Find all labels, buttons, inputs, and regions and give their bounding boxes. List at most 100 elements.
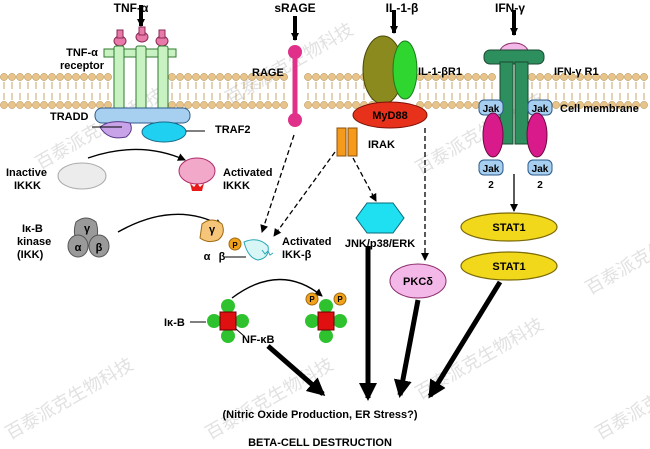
lipid-head xyxy=(232,73,240,81)
ikb-phosphorylation-arrow xyxy=(231,278,323,299)
lipid-head xyxy=(200,73,208,81)
jnk-shape xyxy=(355,202,405,234)
jak-label: Jak xyxy=(483,104,500,115)
activated-ikkk-shape xyxy=(178,157,216,191)
lipid-head xyxy=(616,101,624,109)
lipid-head xyxy=(256,73,264,81)
lipid-head xyxy=(56,101,64,109)
lipid-head xyxy=(328,73,336,81)
lipid-head xyxy=(88,101,96,109)
jak-group xyxy=(478,99,553,176)
lipid-head xyxy=(24,101,32,109)
lipid-head xyxy=(40,101,48,109)
lipid-head xyxy=(432,73,440,81)
lipid-head xyxy=(272,73,280,81)
lipid-head xyxy=(352,73,360,81)
ikk-complex-inactive xyxy=(67,217,110,258)
lipid-head xyxy=(344,101,352,109)
lipid-head xyxy=(80,101,88,109)
watermark: 百泰派克生物科技 xyxy=(222,19,357,109)
lipid-head xyxy=(560,101,568,109)
lipid-head xyxy=(544,73,552,81)
lipid-head xyxy=(72,73,80,81)
stat1-shape xyxy=(460,212,558,242)
lipid-head xyxy=(552,73,560,81)
tnf-receptor-label-2: receptor xyxy=(60,60,105,72)
watermark: 百泰派克生物科技 xyxy=(582,209,650,299)
rage-receptor xyxy=(288,45,302,127)
lipid-head xyxy=(600,101,608,109)
lipid-head xyxy=(568,101,576,109)
lipid-head xyxy=(104,73,112,81)
lipid-head xyxy=(240,101,248,109)
lipid-head xyxy=(608,73,616,81)
irak-label: IRAK xyxy=(368,139,395,151)
inactive-ikkk-shape xyxy=(57,162,107,190)
jak-label: Jak xyxy=(483,164,500,175)
myd88-label: MyD88 xyxy=(372,110,407,122)
lipid-head xyxy=(568,73,576,81)
jak2-label: 2 xyxy=(537,180,543,191)
srage-label: sRAGE xyxy=(274,1,315,15)
nfkb-complex-phosphorylated xyxy=(305,292,347,343)
ikk-alpha-label: α xyxy=(75,242,82,254)
lipid-head xyxy=(248,73,256,81)
lipid-head xyxy=(336,73,344,81)
lipid-head xyxy=(184,73,192,81)
membrane-label: Cell membrane xyxy=(560,103,639,115)
lipid-head xyxy=(312,73,320,81)
myd88-shape xyxy=(352,101,428,129)
tradd-label: TRADD xyxy=(50,111,89,123)
lipid-head xyxy=(96,73,104,81)
lipid-head xyxy=(264,101,272,109)
lipid-head xyxy=(80,73,88,81)
stat1-label: STAT1 xyxy=(492,261,525,273)
lipid-head xyxy=(448,73,456,81)
stat1-label: STAT1 xyxy=(492,222,525,234)
lipid-head xyxy=(624,101,632,109)
activated-ikkb-label-2: IKK-β xyxy=(282,249,312,261)
lipid-head xyxy=(304,101,312,109)
lipid-head xyxy=(32,101,40,109)
lipid-head xyxy=(464,101,472,109)
lipid-head xyxy=(584,73,592,81)
lipid-head xyxy=(472,73,480,81)
jnk-label: JNK/p38/ERK xyxy=(345,238,415,250)
lipid-head xyxy=(224,73,232,81)
act-ikk-beta-label: β xyxy=(219,251,226,263)
lipid-head xyxy=(192,101,200,109)
lipid-head xyxy=(528,73,536,81)
arrows xyxy=(137,5,518,401)
lipid-head xyxy=(536,73,544,81)
lipid-head xyxy=(240,73,248,81)
lipid-head xyxy=(224,101,232,109)
pkc-label: PKCδ xyxy=(403,276,433,288)
lipid-head xyxy=(632,73,640,81)
ifn-ligand-label: IFN-γ xyxy=(495,1,525,15)
lipid-head xyxy=(624,73,632,81)
lipid-head xyxy=(168,73,176,81)
lipid-head xyxy=(464,73,472,81)
lipid-head xyxy=(552,101,560,109)
lipid-head xyxy=(344,73,352,81)
lipid-head xyxy=(256,101,264,109)
lipid-head xyxy=(328,101,336,109)
lipid-head xyxy=(64,101,72,109)
destruction-label: BETA-CELL DESTRUCTION xyxy=(248,437,392,449)
il1r-label: IL-1-βR1 xyxy=(418,66,462,78)
lipid-head xyxy=(480,73,488,81)
lipid-head xyxy=(440,73,448,81)
lipid-head xyxy=(208,73,216,81)
lipid-head xyxy=(592,101,600,109)
watermark: 百泰派克生物科技 xyxy=(2,354,137,444)
lipid-head xyxy=(264,73,272,81)
lipid-head xyxy=(440,101,448,109)
lipid-head xyxy=(280,101,288,109)
activated-ikkb-label-1: Activated xyxy=(282,236,332,248)
irak-shape xyxy=(336,127,347,157)
act-ikk-gamma-label: γ xyxy=(209,224,216,236)
lipid-head xyxy=(16,101,24,109)
lipid-head xyxy=(48,73,56,81)
lipid-head xyxy=(8,101,16,109)
